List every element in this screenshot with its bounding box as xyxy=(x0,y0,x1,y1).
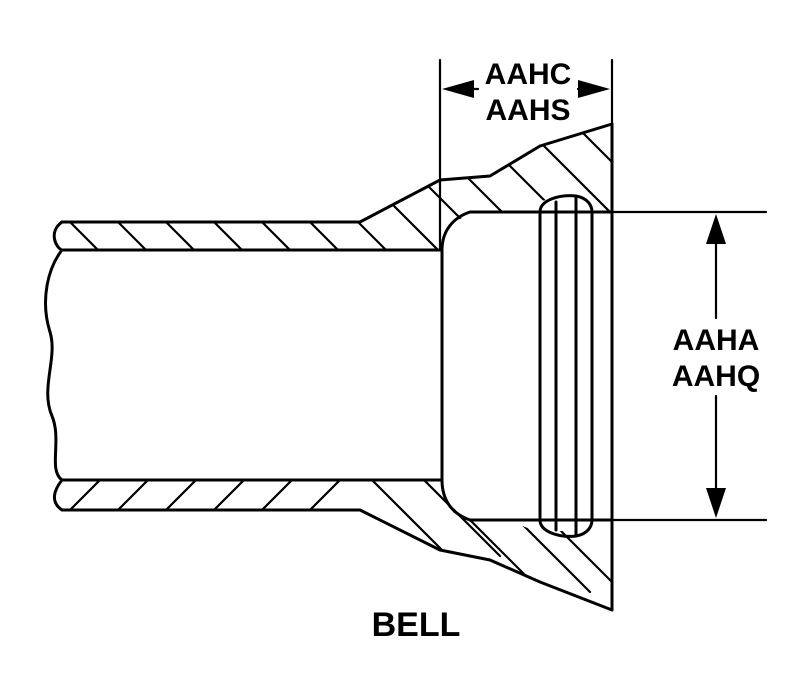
fitting-outline xyxy=(44,122,614,612)
bottom-wall-hatching xyxy=(68,480,612,594)
diagram-caption: BELL xyxy=(372,606,461,644)
top-wall-hatching xyxy=(68,128,612,250)
diameter-label-1: AAHA xyxy=(673,324,760,357)
length-dimension xyxy=(438,58,614,252)
length-label-1: AAHC xyxy=(485,58,572,91)
diameter-label-2: AAHQ xyxy=(672,360,760,393)
diameter-dimension xyxy=(610,210,768,522)
length-label-2: AAHS xyxy=(485,94,570,127)
